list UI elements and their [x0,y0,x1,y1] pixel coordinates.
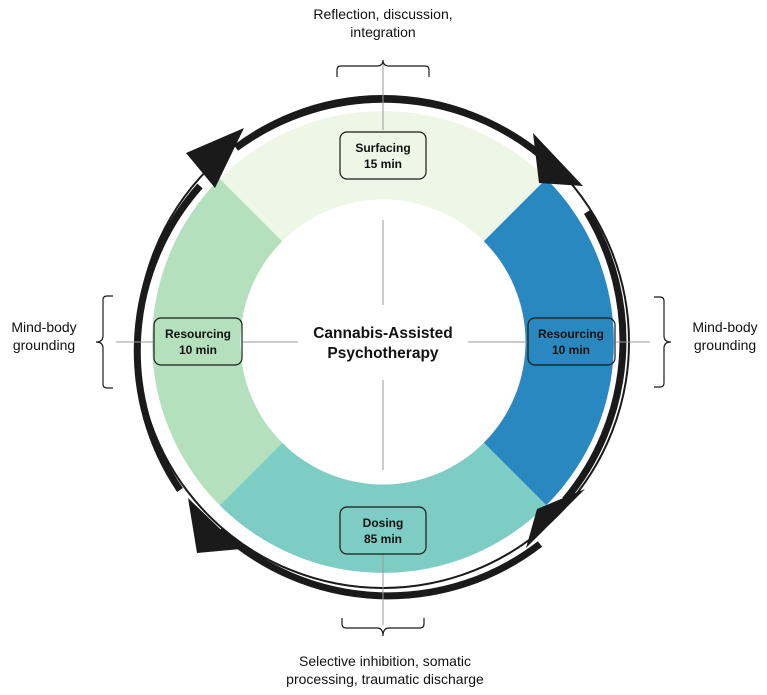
brace-top [336,59,430,77]
arrowhead-top-right-icon [533,133,583,186]
stage-box-resourcing-right: Resourcing 10 min [527,317,616,366]
annotation-left-line2: grounding [13,337,75,353]
annotation-top-line1: Reflection, discussion, [313,6,452,22]
brace-left [95,295,113,389]
ring-segment-resourcing-right [483,178,614,506]
brace-right [654,296,672,388]
center-title-line2: Psychotherapy [327,345,439,362]
arrowhead-left-top-icon [186,128,244,188]
ring-segment-resourcing-left [152,178,283,506]
ring-segment-dosing [219,442,547,573]
arc-arrow-right-bottom [562,210,627,503]
arc-arrow-top-right [233,95,558,171]
annotation-bottom-line1: Selective inhibition, somatic [299,653,471,669]
axis-lines [116,62,650,625]
center-title-line1: Cannabis-Assisted [313,325,453,342]
annotation-top-line2: integration [350,24,415,40]
arrowhead-bottom-left-icon [188,498,241,553]
stage-box-dosing: Dosing 85 min [339,506,427,555]
annotation-right-line2: grounding [694,337,756,353]
stage-resourcing-left-duration: 10 min [179,343,217,357]
annotation-right-line1: Mind-body [692,319,757,335]
stage-resourcing-right-name: Resourcing [538,327,604,341]
stage-resourcing-right-duration: 10 min [552,343,590,357]
annotation-bottom-line2: processing, traumatic discharge [286,671,484,687]
stage-box-dosing-frame [339,506,427,555]
stage-resourcing-left-name: Resourcing [165,327,231,341]
stage-dosing-duration: 85 min [364,532,402,546]
stage-box-surfacing-frame [339,131,427,180]
stage-box-resourcing-left: Resourcing 10 min [153,317,243,366]
annotation-left-line1: Mind-body [11,319,76,335]
ring-segment-surfacing [219,111,547,242]
stage-box-surfacing: Surfacing 15 min [339,131,427,180]
arc-arrow-left-top [133,183,203,492]
cycle-arrows [133,95,627,600]
stage-surfacing-name: Surfacing [355,141,410,155]
stage-box-resourcing-right-frame [527,317,616,366]
stage-surfacing-duration: 15 min [364,157,402,171]
stage-box-resourcing-left-frame [153,317,243,366]
arc-arrow-bottom-left [217,527,543,600]
stage-dosing-name: Dosing [363,516,404,530]
center-circle [241,200,525,484]
arrowhead-right-bottom-icon [526,489,585,548]
brace-bottom [341,618,425,637]
